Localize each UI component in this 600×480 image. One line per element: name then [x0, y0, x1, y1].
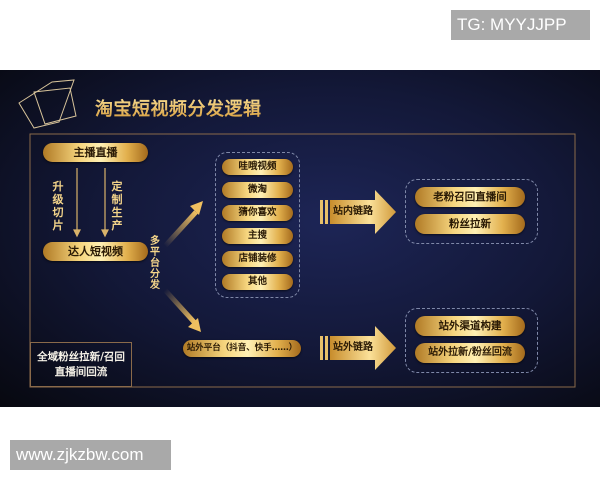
decor-arrows: [18, 79, 576, 388]
platform-pill: 哇哦视频: [222, 159, 293, 175]
off-site-link-label: 站外链路: [333, 342, 373, 353]
summary-box: 全域粉丝拉新/召回直播间回流: [30, 342, 132, 387]
platform-pill: 猜你喜欢: [222, 205, 293, 221]
summary-text: 全域粉丝拉新/召回直播间回流: [37, 351, 125, 378]
watermark-top: TG: MYYJJPP: [451, 10, 590, 40]
diagram-panel: 淘宝短视频分发逻辑 主播直播 升级切片 定制生产 达人短视频 多平台分发 哇哦视…: [0, 70, 600, 407]
in-site-arrow-icon: [320, 190, 396, 234]
result-pill: 站外拉新/粉丝回流: [415, 343, 525, 363]
in-site-link-label: 站内链路: [333, 206, 373, 217]
main-frame: [29, 133, 576, 388]
arrow-right-label: 定制生产: [111, 180, 123, 232]
result-pill: 站外渠道构建: [415, 316, 525, 336]
off-site-results-box: [405, 308, 538, 373]
arrow-left-label: 升级切片: [52, 180, 64, 232]
platform-pill: 微淘: [222, 182, 293, 198]
logo-polygons-icon: [18, 79, 77, 129]
down-arrow-icon: [73, 168, 109, 238]
source-top-pill: 主播直播: [43, 143, 148, 162]
result-pill: 老粉召回直播间: [415, 187, 525, 207]
watermark-bottom: www.zjkzbw.com: [10, 440, 171, 470]
platform-pill: 店铺装修: [222, 251, 293, 267]
diagonal-arrow-up-icon: [163, 201, 203, 248]
distribution-label: 多平台分发: [150, 236, 160, 291]
diagonal-arrow-down-icon: [163, 288, 201, 332]
platform-pill: 其他: [222, 274, 293, 290]
diagram-title: 淘宝短视频分发逻辑: [95, 95, 262, 121]
off-site-arrow-icon: [320, 326, 396, 370]
result-pill: 粉丝拉新: [415, 214, 525, 234]
in-site-results-box: [405, 179, 538, 244]
off-site-platform-pill: 站外平台（抖音、快手……）: [183, 340, 301, 357]
in-site-platforms-box: [215, 152, 300, 298]
platform-pill: 主搜: [222, 228, 293, 244]
source-bottom-pill: 达人短视频: [43, 242, 148, 261]
